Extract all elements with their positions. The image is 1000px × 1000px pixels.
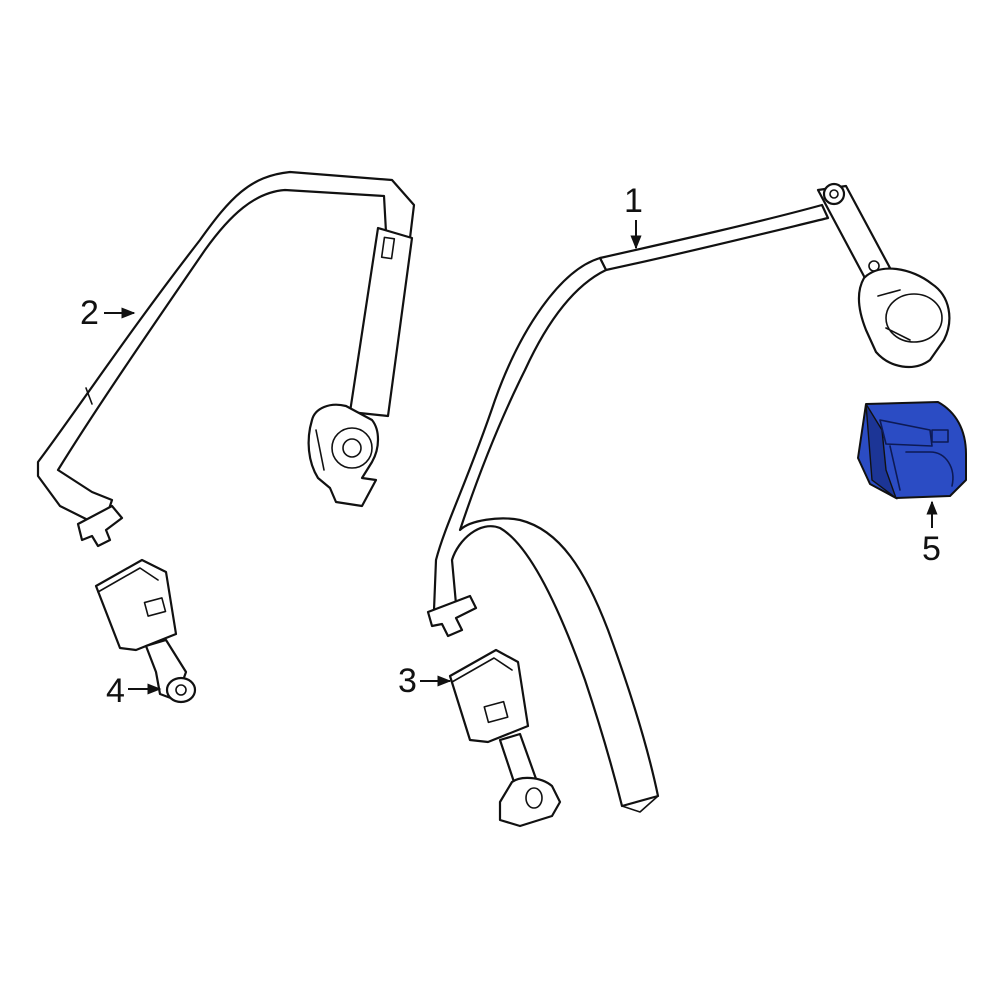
part-3-buckle-head (448, 648, 530, 744)
callout-2: 2 (80, 294, 136, 332)
callout-3: 3 (398, 662, 452, 700)
part-3-anchor (498, 776, 562, 828)
part-1-latch-tongue (426, 594, 478, 638)
part-2-webbing (36, 170, 416, 522)
callout-5: 5 (922, 500, 941, 568)
part-1-seat-belt-assembly[interactable] (426, 182, 951, 813)
callout-label-2: 2 (80, 294, 99, 332)
callout-label-1: 1 (624, 182, 643, 220)
part-2-seat-belt-assembly[interactable] (36, 170, 416, 548)
part-1-top-anchor (822, 182, 846, 206)
part-5-retractor-cover[interactable] (857, 401, 967, 500)
callout-label-4: 4 (106, 672, 125, 710)
part-2-latch-tongue (76, 504, 124, 548)
callout-label-5: 5 (922, 530, 941, 568)
part-5-side-face (865, 403, 898, 500)
part-2-height-adjuster (348, 226, 414, 418)
callout-1: 1 (624, 182, 643, 250)
part-2-retractor (307, 403, 380, 508)
part-3-buckle[interactable] (448, 648, 562, 828)
part-1-retractor (857, 267, 951, 368)
callout-4: 4 (106, 672, 162, 710)
part-4-anchor (165, 676, 197, 704)
part-1-upper-strap (598, 203, 830, 272)
part-4-buckle[interactable] (94, 558, 197, 704)
callout-label-3: 3 (398, 662, 417, 700)
